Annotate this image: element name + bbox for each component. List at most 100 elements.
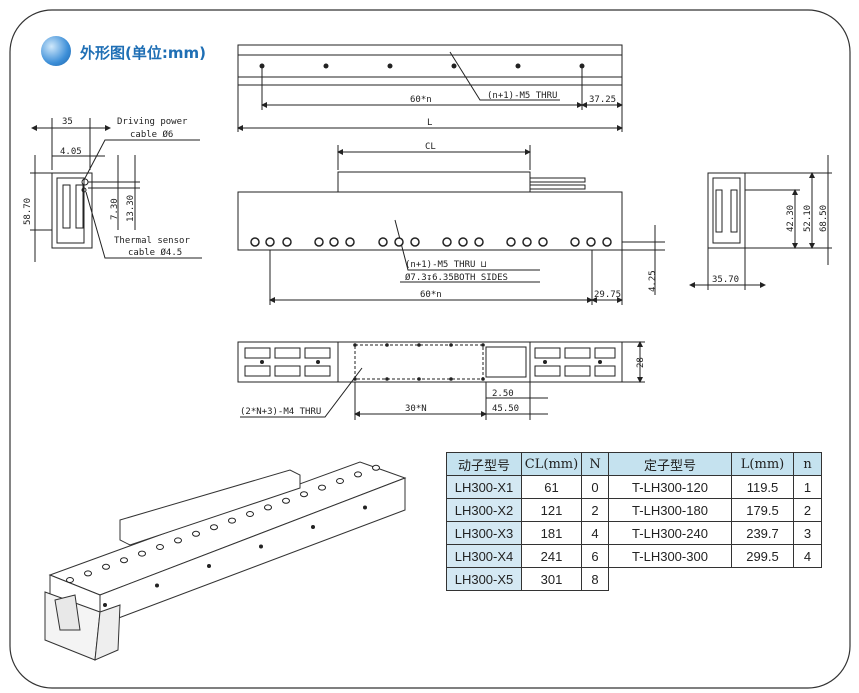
mounting-hole	[372, 464, 380, 471]
stator-l: 179.5	[731, 498, 794, 522]
table-row: LH300-X4 241 6 T-LH300-300 299.5 4	[446, 544, 822, 568]
cable-sensor-label-1: Thermal sensor	[114, 236, 190, 246]
right-dim-w: 35.70	[712, 275, 739, 285]
mover-n: 8	[581, 567, 609, 591]
mounting-hole	[602, 237, 612, 247]
mounting-hole	[410, 237, 420, 247]
mounting-hole	[345, 237, 355, 247]
side-dim-h: 4.25	[648, 270, 658, 292]
side-view-holes	[250, 237, 612, 247]
right-dim-c: 68.50	[819, 205, 829, 232]
mounting-hole	[570, 237, 580, 247]
header-n-upper: N	[581, 452, 609, 476]
side-dim-cl: CL	[425, 142, 436, 152]
mounting-hole	[174, 537, 182, 544]
header-cl: CL(mm)	[521, 452, 582, 476]
header-n-lower: n	[793, 452, 822, 476]
side-hole-label-1: (n+1)-M5 THRU ⊔	[405, 260, 486, 270]
mover-model: LH300-X1	[446, 475, 522, 499]
side-dim-pitch: 60*n	[420, 290, 442, 300]
model-spec-table: 动子型号 CL(mm) N 定子型号 L(mm) n LH300-X1 61 0…	[446, 452, 822, 591]
mover-model: LH300-X3	[446, 521, 522, 545]
mounting-hole	[246, 511, 254, 517]
stator-n: 3	[793, 521, 822, 545]
side-hole	[103, 603, 107, 607]
right-dim-a: 42.30	[786, 205, 796, 232]
page-title: 外形图(单位:mm)	[80, 44, 206, 62]
mounting-hole	[265, 237, 275, 247]
side-view	[237, 145, 665, 305]
table-header-row: 动子型号 CL(mm) N 定子型号 L(mm) n	[446, 452, 822, 476]
mounting-hole	[354, 471, 362, 478]
left-dim-offset: 4.05	[60, 147, 82, 157]
mounting-hole	[522, 237, 532, 247]
cable-sensor-label-2: cable Ø4.5	[128, 247, 182, 258]
bottom-hole-label: (2*N+3)-M4 THRU	[240, 407, 321, 417]
bottom-dim-h: 28	[636, 357, 646, 368]
mounting-hole	[264, 504, 272, 511]
mounting-hole	[102, 563, 110, 570]
mounting-hole	[506, 237, 516, 247]
side-hole	[311, 525, 315, 529]
mover-n: 6	[581, 544, 609, 568]
header-mover-model: 动子型号	[446, 452, 522, 476]
left-end-view	[30, 118, 202, 262]
isometric-view-holes	[66, 464, 380, 607]
side-hole	[363, 505, 367, 510]
side-dim-end: 29.75	[594, 290, 621, 300]
table-row: LH300-X2 121 2 T-LH300-180 179.5 2	[446, 498, 822, 522]
mounting-hole	[250, 237, 260, 247]
mounting-hole	[84, 570, 92, 577]
header-stator-model: 定子型号	[608, 452, 732, 476]
side-hole	[259, 544, 263, 549]
left-dim-b: 13.30	[126, 195, 136, 222]
header-l: L(mm)	[731, 452, 794, 476]
bottom-view	[237, 341, 645, 420]
mover-cl: 181	[521, 521, 582, 545]
mover-cl: 121	[521, 498, 582, 522]
mounting-hole	[282, 237, 292, 247]
side-hole	[207, 564, 211, 568]
mounting-hole	[336, 478, 344, 484]
mounting-hole	[474, 237, 484, 247]
side-hole	[155, 583, 159, 588]
mounting-hole	[156, 544, 164, 550]
mover-cl: 241	[521, 544, 582, 568]
top-view	[237, 44, 623, 132]
mounting-hole	[394, 237, 404, 247]
mover-cl: 301	[521, 567, 582, 591]
cable-power-label-2: cable Ø6	[130, 129, 173, 140]
top-hole-label: (n+1)-M5 THRU	[487, 91, 557, 101]
table-empty-cell	[609, 568, 822, 591]
stator-model: T-LH300-300	[608, 544, 732, 568]
mounting-hole	[192, 530, 200, 537]
side-hole-label-2: Ø7.3↧6.35BOTH SIDES	[405, 272, 508, 283]
mover-cl: 61	[521, 475, 582, 499]
top-dim-end: 37.25	[589, 95, 616, 105]
mover-model: LH300-X5	[446, 567, 522, 591]
stator-l: 299.5	[731, 544, 794, 568]
mounting-hole	[318, 484, 326, 491]
mounting-hole	[210, 524, 218, 531]
mounting-hole	[300, 491, 308, 498]
title-bullet-icon	[41, 36, 71, 66]
right-dim-b: 52.10	[803, 205, 813, 232]
mounting-hole	[228, 517, 236, 524]
bottom-dim-b: 45.50	[492, 404, 519, 414]
mounting-hole	[138, 550, 146, 557]
stator-n: 1	[793, 475, 822, 499]
mounting-hole	[282, 497, 290, 504]
bottom-dim-a: 2.50	[492, 389, 514, 399]
mounting-hole	[329, 237, 339, 247]
mover-n: 0	[581, 475, 609, 499]
right-end-view	[689, 155, 832, 290]
stator-model: T-LH300-120	[608, 475, 732, 499]
stator-n: 4	[793, 544, 822, 568]
table-row: LH300-X5 301 8	[446, 567, 822, 591]
left-dim-height: 58.70	[23, 198, 33, 225]
stator-n: 2	[793, 498, 822, 522]
cable-power-label-1: Driving power	[117, 117, 188, 127]
mounting-hole	[314, 237, 324, 247]
mounting-hole	[538, 237, 548, 247]
